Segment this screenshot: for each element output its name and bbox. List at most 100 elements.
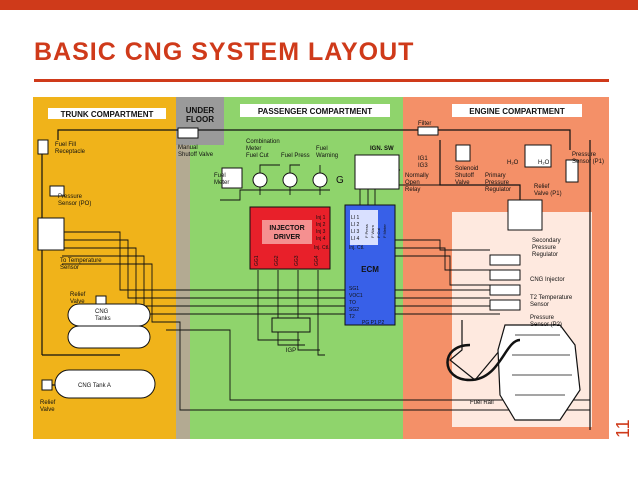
- trunk-components: [37, 139, 156, 399]
- label-relief-valve-1: Relief: [70, 292, 86, 298]
- label-h2o-right: H₂O: [538, 160, 550, 166]
- li4-label: LI 4: [351, 236, 360, 242]
- primary-pressure-regulator: [524, 144, 552, 168]
- wire-2: [62, 239, 490, 299]
- label-ig1: IG1: [418, 156, 428, 162]
- label-combo-meter-2: Meter: [246, 146, 261, 152]
- label-ign-sw: IGN. SW: [370, 146, 394, 152]
- engine-header-bg: [452, 104, 582, 117]
- gg1-label: GG1: [254, 255, 260, 266]
- to-label: TO: [349, 300, 356, 306]
- inj4-label: Inj 4: [316, 236, 326, 242]
- li2-label: LI 2: [351, 222, 360, 228]
- gg3-label: GG3: [294, 255, 300, 266]
- cng-injector-2: [489, 269, 521, 281]
- label-sec-reg-3: Regulator: [532, 252, 558, 258]
- cng-injector-4: [489, 299, 521, 311]
- relief-valve-b: [41, 379, 53, 391]
- label-pressure-p2-2: Sensor (P2): [530, 322, 562, 328]
- pressure-sensor-p1-body: [565, 159, 579, 183]
- igp-box: [271, 317, 311, 333]
- passenger-components: G: [177, 127, 400, 333]
- component-labels: Fuel Fill Receptacle Pressure Sensor (PO…: [40, 121, 604, 413]
- label-sec-reg-2: Pressure: [532, 245, 557, 251]
- label-pressure-p2-1: Pressure: [530, 315, 555, 321]
- under-floor-header-2: FLOOR: [186, 115, 214, 124]
- ecm-f-warn-label: F Warn: [370, 225, 375, 238]
- inj-ctl-label: Inj. Ctl.: [314, 245, 330, 251]
- label-relief-p1-1: Relief: [534, 184, 550, 190]
- wire-20: [220, 189, 330, 201]
- label-primary-reg-2: Pressure: [485, 180, 510, 186]
- ign-switch-box: [354, 154, 400, 190]
- wire-11: [390, 239, 490, 251]
- injector-driver-label-bg: [262, 220, 312, 244]
- engine-detail: [512, 334, 572, 396]
- trunk-header: TRUNK COMPARTMENT: [61, 110, 154, 119]
- t2-label: T2: [349, 314, 355, 320]
- label-relief-valve-b-2: Valve: [40, 407, 55, 413]
- label-manual-shutoff-2: Shutoff Valve: [178, 152, 214, 158]
- ecm-panel-white: [350, 210, 378, 245]
- fuel-rail-hose: [446, 338, 521, 382]
- cng-injector-1: [489, 254, 521, 266]
- label-primary-reg-1: Primary: [485, 173, 506, 179]
- secondary-pressure-regulator: [507, 199, 543, 231]
- engine-header: ENGINE COMPARTMENT: [469, 107, 565, 116]
- cng-injector-3: [489, 284, 521, 296]
- solenoid-shutoff-valve: [455, 144, 471, 162]
- fuel-press-gauge: [282, 172, 298, 188]
- passenger-header-bg: [240, 104, 390, 117]
- label-cng-tank-a: CNG Tank A: [78, 383, 111, 389]
- controller-labels: INJECTOR DRIVER Inj 1 Inj 2 Inj 3 Inj 4 …: [254, 215, 387, 354]
- wire-9: [297, 270, 320, 351]
- label-solenoid-3: Valve: [455, 180, 470, 186]
- signal-wires: [62, 164, 590, 411]
- label-solenoid-1: Solenoid: [455, 166, 478, 172]
- label-temp-sensor-2: Sensor: [60, 265, 79, 271]
- under-floor-header-1: UNDER: [186, 106, 215, 115]
- inj2-label: Inj 2: [316, 222, 326, 228]
- label-relief-valve-2: Valve: [70, 299, 85, 305]
- accent-bar: [0, 0, 638, 10]
- fuel-cut-gauge: [252, 172, 268, 188]
- engine-components: [417, 126, 581, 421]
- passenger-header: PASSENGER COMPARTMENT: [258, 107, 372, 116]
- label-pressure-po-2: Sensor (PO): [58, 201, 91, 207]
- label-temp-sensor-1: To Temperature: [60, 258, 102, 264]
- fuel-meter-box: [221, 167, 243, 189]
- title-underline: [34, 79, 609, 82]
- wire-5: [62, 263, 590, 411]
- label-t2-temp-1: T2 Temperature: [530, 295, 573, 301]
- label-cng-tanks-1: CNG: [95, 309, 109, 315]
- igp-label: IGP: [286, 348, 296, 354]
- label-filter: Filter: [418, 121, 431, 127]
- label-sec-reg-1: Secondary: [532, 238, 561, 244]
- label-fuel-press: Fuel Press: [281, 153, 310, 159]
- label-cng-tanks-2: Tanks: [95, 316, 111, 322]
- sg2-label: SG2: [349, 307, 359, 313]
- zone-headers: TRUNK COMPARTMENT UNDER FLOOR PASSENGER …: [48, 104, 582, 124]
- slide-title: BASIC CNG SYSTEM LAYOUT: [34, 38, 415, 66]
- li1-label: LI 1: [351, 215, 360, 221]
- voc1-label: VOC1: [349, 293, 363, 299]
- trunk-header-bg: [48, 108, 166, 119]
- label-fuel-warning-1: Fuel: [316, 146, 328, 152]
- label-primary-reg-3: Regulator: [485, 187, 511, 193]
- label-ig3: IG3: [418, 163, 428, 169]
- ecm-f-cut-label: F Cut: [376, 227, 381, 238]
- cng-tank-2: [67, 325, 151, 349]
- rail-loop: [449, 320, 501, 381]
- wire-8: [277, 270, 305, 346]
- label-h2o-left: H₂O: [507, 160, 519, 166]
- label-pressure-p1-1: Pressure: [572, 152, 597, 158]
- ecm-title: ECM: [361, 265, 379, 274]
- label-fuel-fill-2: Receptacle: [55, 149, 86, 155]
- wire-6: [166, 329, 590, 401]
- fuel-manifold: [37, 217, 65, 251]
- slide-number: 11: [613, 419, 633, 438]
- label-relief-valve-b-1: Relief: [40, 400, 56, 406]
- label-pressure-p1-2: Sensor (P1): [572, 159, 604, 165]
- label-combo-meter-3: Fuel Cut: [246, 153, 269, 159]
- wire-4: [62, 255, 500, 315]
